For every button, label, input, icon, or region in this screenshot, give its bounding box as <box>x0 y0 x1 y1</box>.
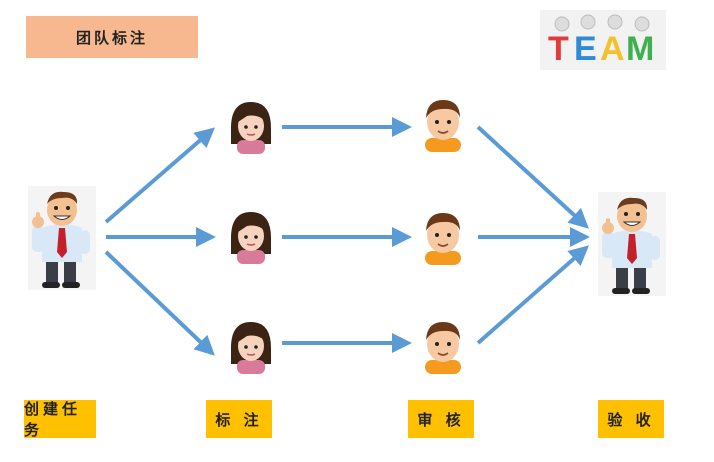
arrow-review-to-accept-1 <box>478 127 586 226</box>
stage-label-annotate: 标 注 <box>206 400 272 438</box>
male-reviewer-icon <box>415 316 471 374</box>
female-annotator-icon <box>223 98 279 154</box>
arrow-create-to-annotate-3 <box>106 252 212 353</box>
arrow-review-to-accept-3 <box>478 248 586 343</box>
female-annotator-icon <box>223 208 279 264</box>
female-annotator-icon <box>223 318 279 374</box>
male-reviewer-icon <box>415 207 471 265</box>
stage-label-accept: 验 收 <box>598 400 664 438</box>
stage-label-create-task: 创建任务 <box>24 400 96 438</box>
male-reviewer-icon <box>415 94 471 152</box>
businessman-thumbs-up-icon <box>28 186 96 290</box>
arrow-create-to-annotate-1 <box>106 130 212 222</box>
businessman-thumbs-up-icon <box>598 192 666 296</box>
stage-label-review: 审 核 <box>408 400 474 438</box>
